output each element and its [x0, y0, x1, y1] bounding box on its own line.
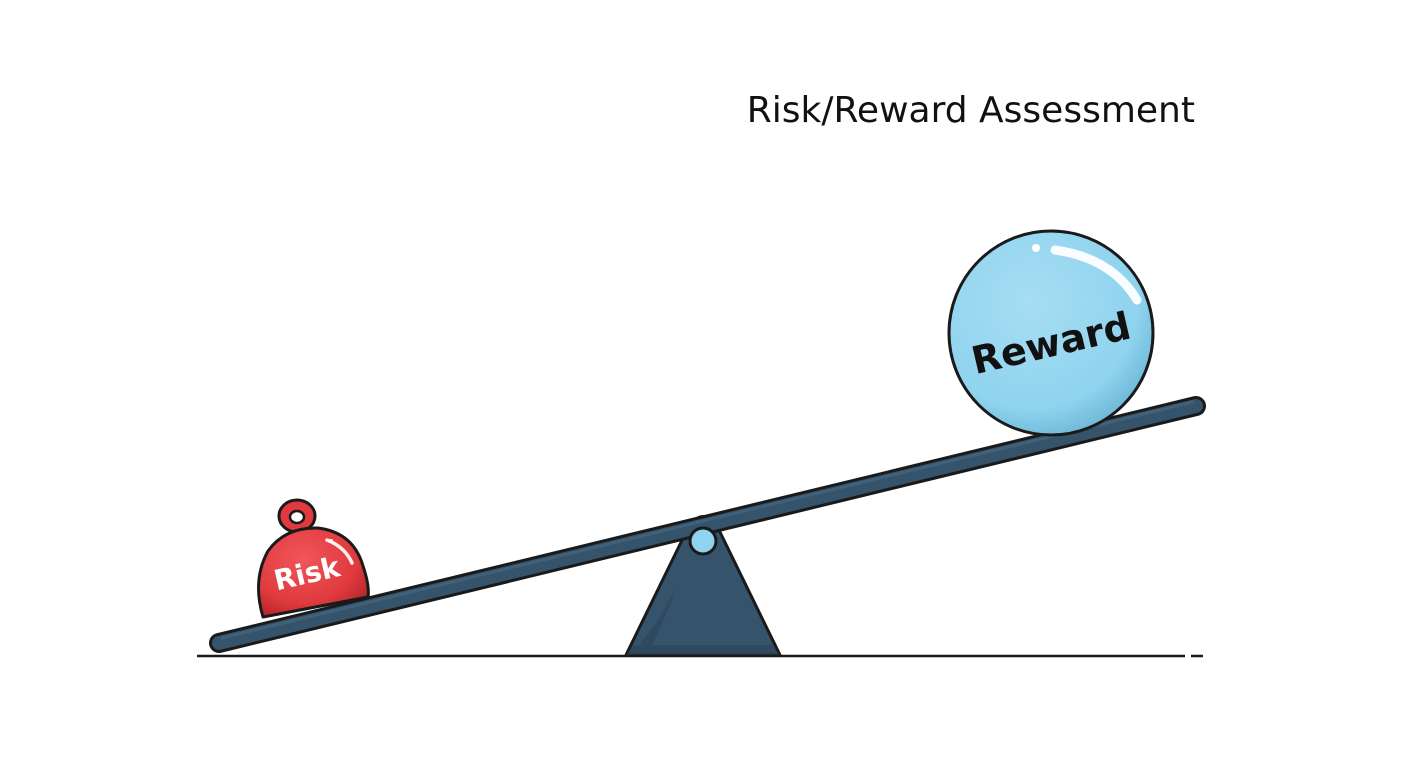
- risk-weight-handle: [277, 498, 317, 534]
- reward-ball: Reward: [947, 229, 1155, 437]
- risk-weight: Risk: [257, 498, 370, 619]
- seesaw-beam: [209, 396, 1206, 653]
- pivot-bolt: [688, 526, 718, 556]
- diagram-title: Risk/Reward Assessment: [747, 90, 1195, 131]
